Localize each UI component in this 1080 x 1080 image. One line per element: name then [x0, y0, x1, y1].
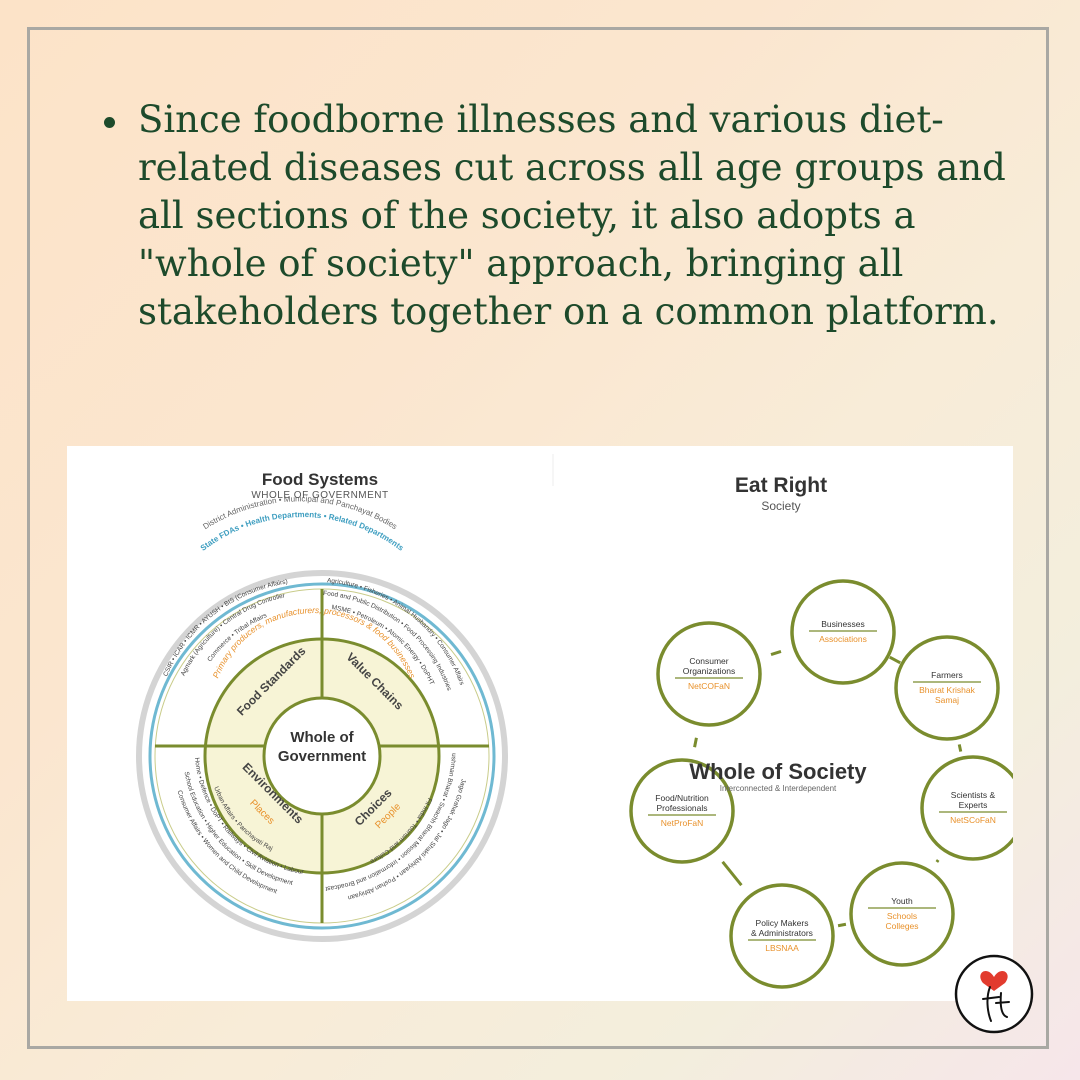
society-node-name: Policy Makers	[756, 918, 809, 928]
society-node-name: Food/Nutrition	[655, 793, 709, 803]
page-frame	[27, 27, 1049, 1049]
eat-right-subtitle: Society	[761, 499, 800, 513]
society-node-org: Samaj	[935, 695, 959, 705]
node-connector	[889, 655, 901, 665]
eat-right-title: Eat Right	[735, 474, 827, 497]
society-node-circle	[656, 621, 762, 727]
society-node-org: NetCOFaN	[688, 681, 730, 691]
heart-icon	[980, 970, 1008, 991]
society-node-org: NetSCoFaN	[950, 815, 996, 825]
society-node-org: Colleges	[885, 921, 918, 931]
society-node-circle	[894, 635, 1000, 741]
society-node-org: Associations	[819, 634, 867, 644]
diagram-figure: Food Systems WHOLE OF GOVERNMENT Distric…	[67, 446, 1013, 1001]
society-node-name: Farmers	[931, 670, 963, 680]
society-node-circle	[849, 861, 955, 967]
bullet-icon	[104, 117, 115, 128]
society-node-name: Scientists &	[951, 790, 996, 800]
eat-right-diagram: Eat Right Society BusinessesAssociations…	[629, 474, 1013, 989]
whole-of-society-subtitle: Interconnected & Interdependent	[720, 784, 837, 793]
logo-circle	[954, 954, 1034, 1034]
logo-letters-icon	[982, 986, 1010, 1022]
society-node-name: Consumer	[689, 656, 728, 666]
center-label-line2: Government	[278, 748, 366, 765]
society-node-name: Organizations	[683, 666, 735, 676]
society-node-org: Schools	[887, 911, 917, 921]
society-node-org: NetProFaN	[661, 818, 704, 828]
node-connectors	[693, 650, 963, 928]
society-node-name: Professionals	[656, 803, 707, 813]
society-node-circle	[920, 755, 1013, 861]
society-node-circle	[729, 883, 835, 989]
node-connector	[721, 860, 743, 887]
quadrant-dividers	[155, 589, 489, 923]
society-node-name: & Administrators	[751, 928, 813, 938]
node-connector	[837, 922, 847, 928]
society-node-org: Bharat Krishak	[919, 685, 975, 695]
society-node-name: Experts	[959, 800, 988, 810]
center-label-line1: Whole of	[290, 729, 354, 746]
food-systems-subtitle: WHOLE OF GOVERNMENT	[251, 490, 388, 501]
society-node-name: Businesses	[821, 619, 864, 629]
society-node-circle	[790, 579, 896, 685]
food-systems-title: Food Systems	[262, 470, 378, 489]
food-systems-diagram: Food Systems WHOLE OF GOVERNMENT Distric…	[67, 446, 508, 942]
society-node-circle	[629, 758, 735, 864]
node-connector	[693, 737, 698, 748]
brand-logo	[954, 954, 1034, 1034]
society-node-name: Youth	[891, 896, 913, 906]
paragraph-text: Since foodborne illnesses and various di…	[138, 98, 1006, 333]
node-connector	[957, 744, 963, 752]
node-connector	[935, 859, 940, 863]
society-node-org: LBSNAA	[765, 943, 799, 953]
node-connector	[770, 650, 782, 656]
whole-of-society-title: Whole of Society	[689, 759, 867, 784]
